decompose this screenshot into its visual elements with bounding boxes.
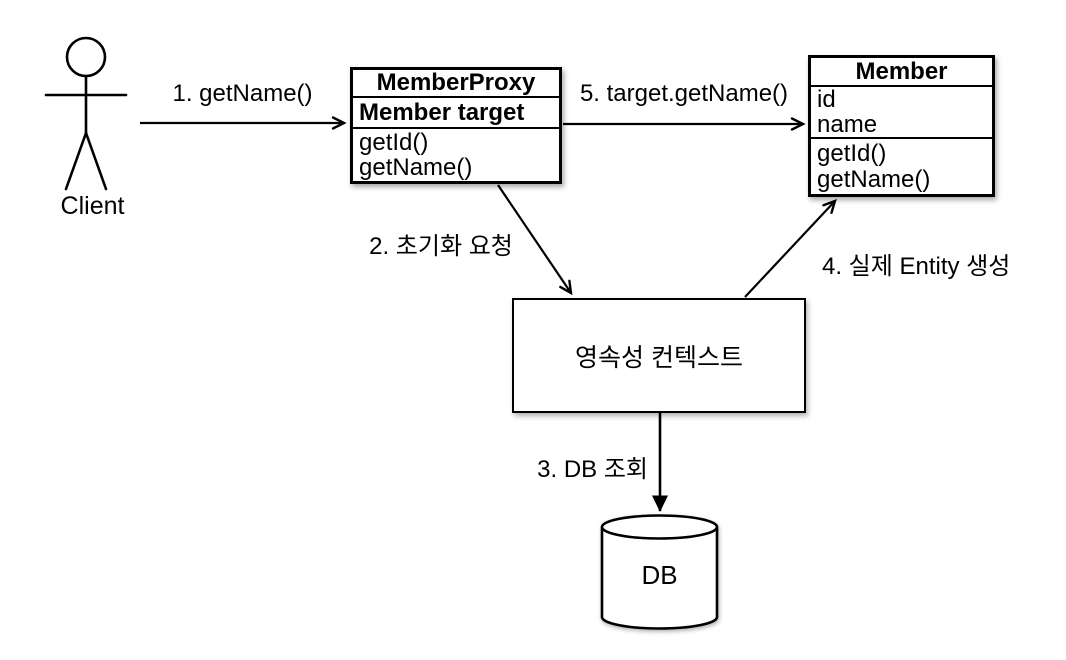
arrow-2-init-request (497, 184, 573, 296)
arrow-3-label: 3. DB 조회 (537, 456, 648, 483)
arrow-1-label: 1. getName() (172, 80, 313, 107)
member-proxy-method-getid: getId() (359, 129, 429, 156)
database-label: DB (641, 560, 678, 590)
member-attribute-name: name (817, 111, 878, 138)
member-title: Member (811, 58, 992, 87)
arrow-2-label: 2. 초기화 요청 (369, 233, 513, 260)
member-methods: getId() getName() (811, 139, 992, 194)
database-cylinder-top (600, 514, 719, 540)
arrow-5-label: 5. target.getName() (579, 80, 789, 107)
member-proxy-attribute-target: Member target (359, 98, 525, 126)
arrow-4-label: 4. 실제 Entity 생성 (822, 253, 1011, 280)
member-proxy-methods: getId() getName() (353, 129, 559, 181)
actor-label: Client (60, 192, 125, 220)
actor-head (65, 36, 107, 78)
actor-right-leg (84, 131, 108, 191)
database-cylinder-body (600, 527, 719, 630)
member-proxy-method-getname: getName() (359, 154, 473, 181)
arrow-4-create-entity (744, 199, 837, 298)
member-proxy-title: MemberProxy (353, 70, 559, 98)
class-box-member-proxy: MemberProxy Member target getId() getNam… (350, 67, 562, 184)
persistence-context-box: 영속성 컨텍스트 (512, 298, 806, 413)
member-attributes: id name (811, 87, 992, 139)
member-proxy-attributes: Member target (353, 98, 559, 129)
member-method-getid: getId() (817, 140, 887, 168)
persistence-context-label: 영속성 컨텍스트 (575, 343, 743, 372)
class-box-member: Member id name getId() getName() (808, 55, 995, 197)
member-method-getname: getName() (817, 165, 931, 193)
database-cylinder (600, 514, 719, 630)
actor-figure (44, 36, 128, 191)
member-attribute-id: id (817, 87, 836, 113)
actor-left-leg (64, 131, 88, 191)
